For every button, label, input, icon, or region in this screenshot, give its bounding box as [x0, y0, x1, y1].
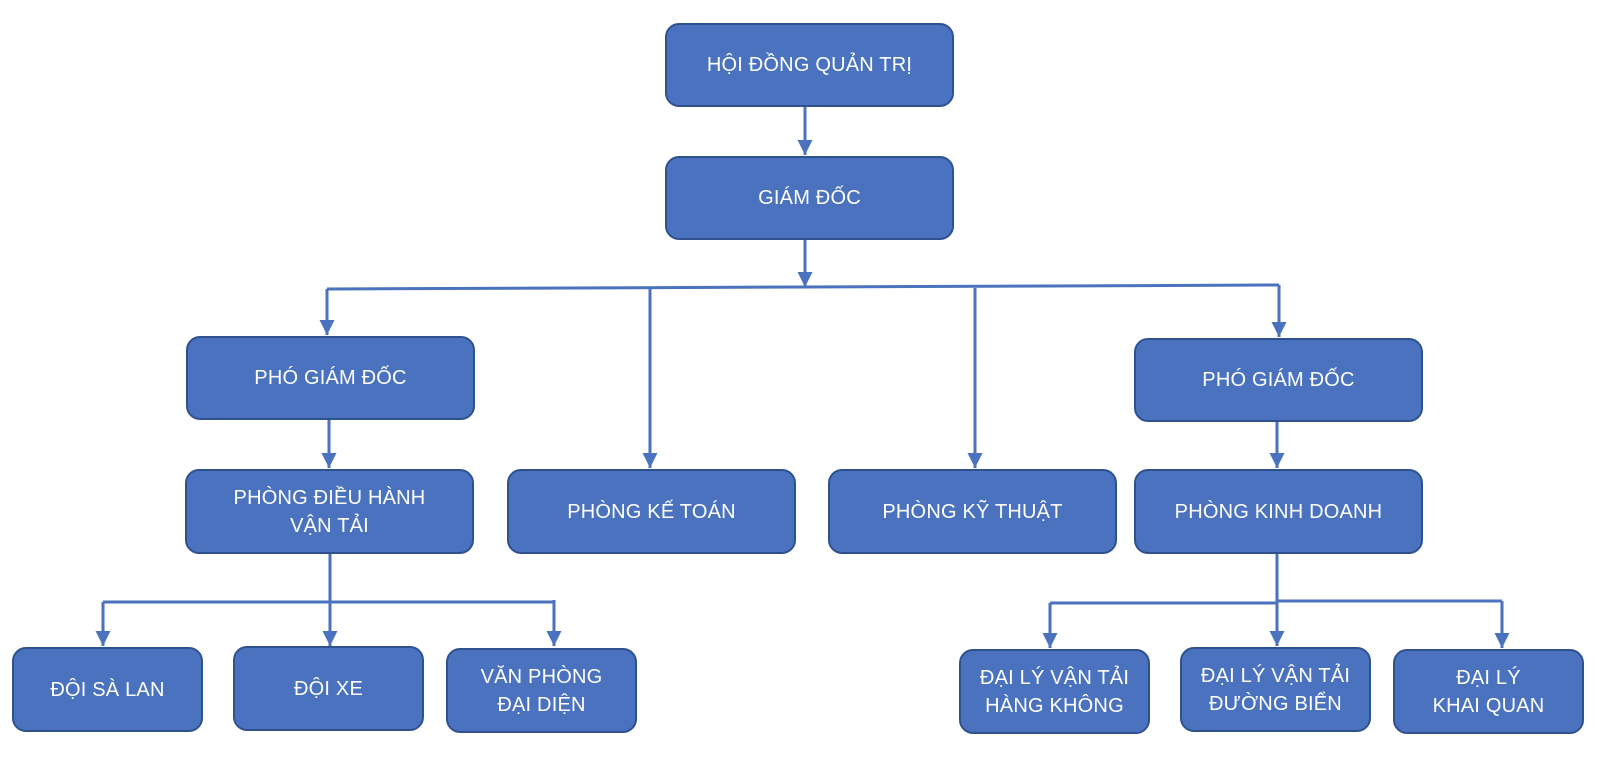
director-label: GIÁM ĐỐC — [758, 187, 861, 209]
board-of-directors-box: HỘI ĐỒNG QUẢN TRỊ — [665, 23, 954, 107]
barge-team-label: ĐỘI SÀ LAN — [50, 678, 165, 701]
director-box: GIÁM ĐỐC — [665, 156, 954, 240]
representative-office-box: VĂN PHÒNG ĐẠI DIỆN — [446, 648, 637, 733]
sea-transport-agent-box: ĐẠI LÝ VẬN TẢI ĐƯỜNG BIỂN — [1180, 647, 1371, 732]
transport-operations-dept-box: PHÒNG ĐIỀU HÀNH VẬN TẢI — [185, 469, 474, 554]
air-transport-agent-label-line2: HÀNG KHÔNG — [985, 694, 1124, 717]
air-transport-agent-box: ĐẠI LÝ VẬN TẢI HÀNG KHÔNG — [959, 649, 1150, 734]
business-dept-label: PHÒNG KINH DOANH — [1174, 500, 1383, 523]
connector-top-bus-left — [326, 285, 806, 291]
deputy-director-left-box: PHÓ GIÁM ĐỐC — [186, 336, 475, 420]
accounting-dept-label: PHÒNG KẾ TOÁN — [567, 500, 736, 523]
technical-dept-box: PHÒNG KỸ THUẬT — [828, 469, 1117, 554]
business-dept-box: PHÒNG KINH DOANH — [1134, 469, 1423, 554]
transport-operations-dept-label-line1: PHÒNG ĐIỀU HÀNH — [233, 486, 426, 509]
deputy-director-right-label: PHÓ GIÁM ĐỐC — [1202, 369, 1355, 391]
customs-agent-label-line1: ĐẠI LÝ — [1456, 666, 1521, 689]
sea-transport-agent-label-line1: ĐẠI LÝ VẬN TẢI — [1200, 664, 1351, 687]
deputy-director-left-label: PHÓ GIÁM ĐỐC — [254, 367, 407, 389]
barge-team-box: ĐỘI SÀ LAN — [12, 647, 203, 732]
transport-operations-dept-label-line2: VẬN TẢI — [290, 514, 369, 537]
representative-office-label-line1: VĂN PHÒNG — [480, 665, 603, 688]
accounting-dept-box: PHÒNG KẾ TOÁN — [507, 469, 796, 554]
customs-agent-label-line2: KHAI QUAN — [1432, 694, 1545, 717]
vehicle-team-label: ĐỘI XE — [294, 677, 363, 700]
customs-agent-box: ĐẠI LÝ KHAI QUAN — [1393, 649, 1584, 734]
board-of-directors-label: HỘI ĐỒNG QUẢN TRỊ — [706, 54, 913, 76]
connector-top-bus-right — [804, 283, 1280, 289]
deputy-director-right-box: PHÓ GIÁM ĐỐC — [1134, 338, 1423, 422]
vehicle-team-box: ĐỘI XE — [233, 646, 424, 731]
air-transport-agent-label-line1: ĐẠI LÝ VẬN TẢI — [979, 666, 1130, 689]
representative-office-label-line2: ĐẠI DIỆN — [497, 693, 586, 716]
technical-dept-label: PHÒNG KỸ THUẬT — [882, 500, 1063, 523]
sea-transport-agent-label-line2: ĐƯỜNG BIỂN — [1209, 692, 1342, 715]
